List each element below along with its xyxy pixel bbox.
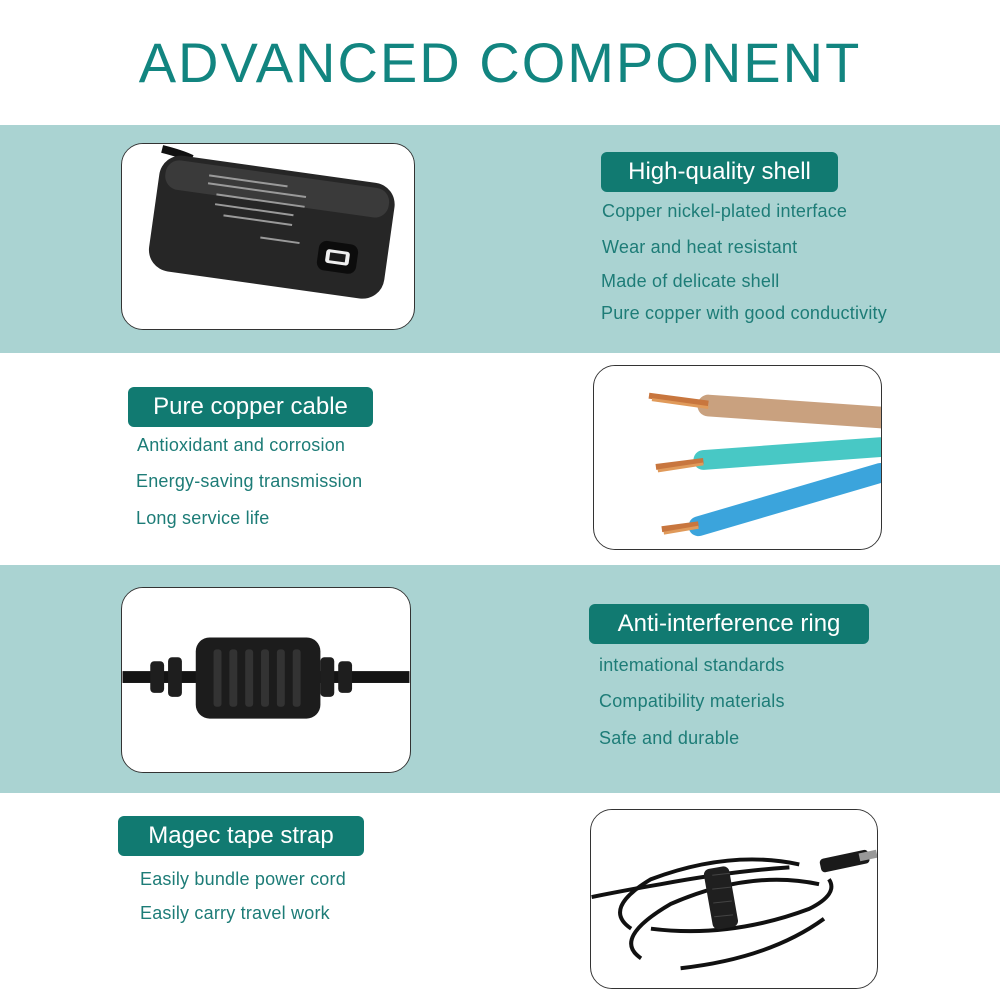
copper-wires-image	[593, 365, 882, 550]
page-title: ADVANCED COMPONENT	[138, 31, 862, 94]
heading-high-quality-shell: High-quality shell	[601, 152, 838, 192]
feature-line: Made of delicate shell	[601, 271, 780, 291]
tape-strap-image	[590, 809, 878, 989]
feature-line: Safe and durable	[599, 728, 740, 748]
feature-line: Copper nickel-plated interface	[602, 201, 848, 221]
ferrite-ring-image	[121, 587, 411, 773]
power-adapter-image	[121, 143, 415, 330]
heading-anti-interference-ring: Anti-interference ring	[589, 604, 869, 644]
heading-magec-tape-strap: Magec tape strap	[118, 816, 364, 856]
feature-line: Easily carry travel work	[140, 903, 330, 923]
feature-line: Energy-saving transmission	[136, 471, 363, 491]
feature-line: Wear and heat resistant	[602, 237, 798, 257]
feature-line: Antioxidant and corrosion	[137, 435, 346, 455]
feature-line: intemational standards	[599, 655, 785, 675]
feature-line: Easily bundle power cord	[140, 869, 346, 889]
heading-pure-copper-cable: Pure copper cable	[128, 387, 373, 427]
feature-line: Pure copper with good conductivity	[601, 303, 887, 323]
feature-line: Compatibility materials	[599, 691, 785, 711]
feature-line: Long service life	[136, 508, 270, 528]
